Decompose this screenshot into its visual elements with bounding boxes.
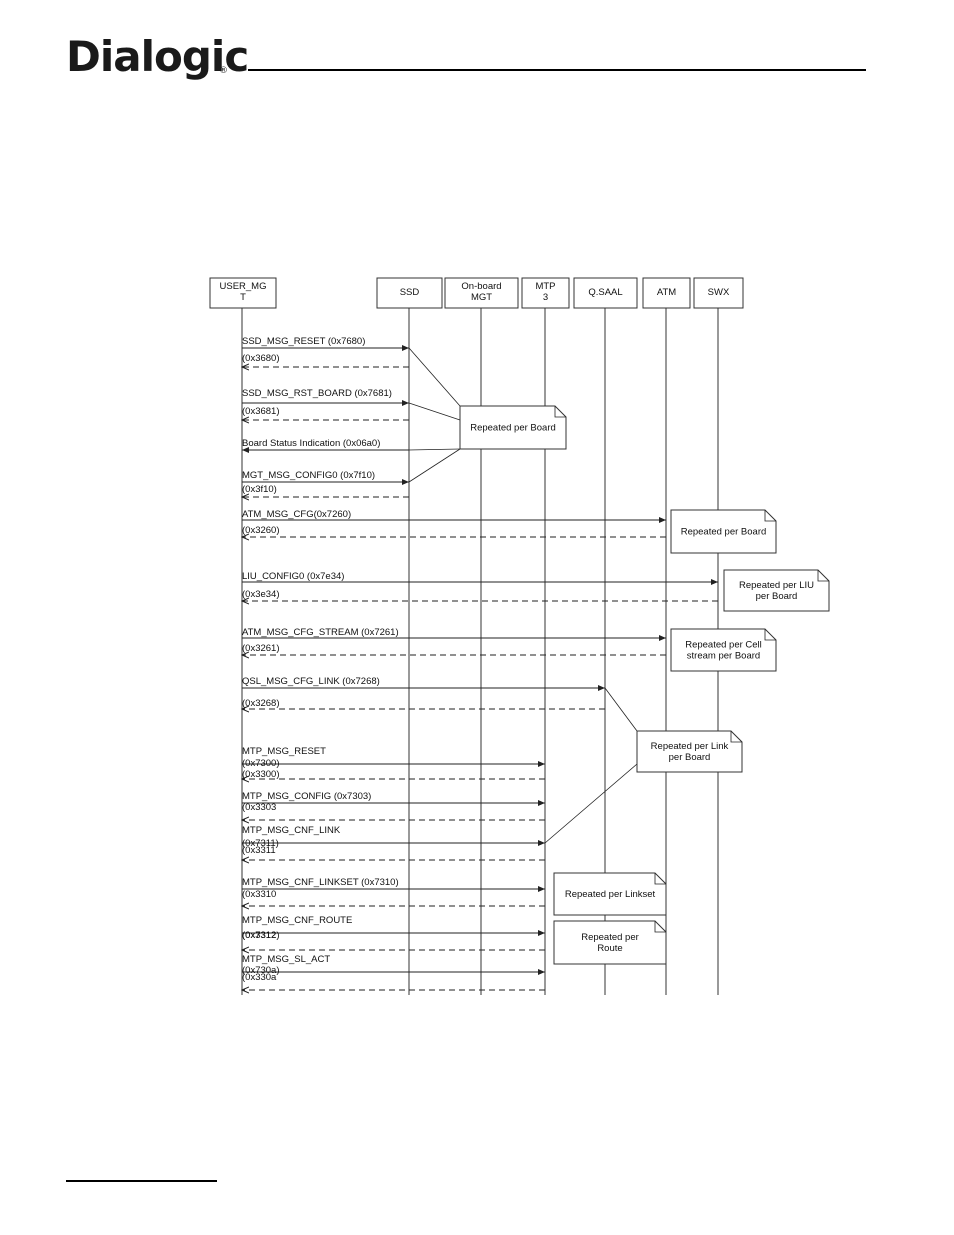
message-label: ATM_MSG_CFG_STREAM (0x7261) (242, 627, 399, 638)
note-text: Repeated per (581, 932, 639, 943)
participant-label-user: USER_MG (220, 281, 267, 292)
participant-label-qsaal: Q.SAAL (588, 287, 622, 298)
message-label: (0x7300) (242, 758, 280, 769)
dialogic-logo: Dialogic (66, 32, 249, 81)
message-label: SSD_MSG_RST_BOARD (0x7681) (242, 388, 392, 399)
participant-box-mgt (444, 277, 519, 309)
note-text: Route (597, 943, 622, 954)
note-connector (604, 687, 638, 732)
participant-label-mgt: MGT (471, 292, 492, 303)
footer-rule (66, 1180, 217, 1182)
note-connector (544, 763, 638, 844)
note-fold (654, 921, 666, 933)
note-box (553, 920, 667, 965)
note-text: per Board (669, 752, 711, 763)
note-box (553, 872, 667, 916)
message-label: MTP_MSG_CNF_LINKSET (0x7310) (242, 877, 399, 888)
note-text: Repeated per Board (681, 527, 767, 538)
message-label: (0x3312 (242, 930, 276, 941)
participant-label-ssd: SSD (400, 287, 420, 298)
message-label: (0x3681) (242, 406, 280, 417)
note-fold (764, 510, 776, 522)
message-label: (0x730a) (242, 965, 280, 976)
message-label: Board Status Indication (0x06a0) (242, 438, 380, 449)
message-label: (0x3310 (242, 889, 276, 900)
message-label: MTP_MSG_CNF_LINK (242, 825, 341, 836)
participant-label-mtp: 3 (543, 292, 548, 303)
message-label: (0x3260) (242, 525, 280, 536)
message-label: (0x3261) (242, 643, 280, 654)
message-label: (0x330a (242, 972, 277, 983)
header-rule (248, 69, 866, 71)
note-connector (408, 402, 461, 421)
message-label: (0x3311 (242, 845, 276, 856)
note-text: Repeated per Cell (685, 640, 762, 651)
message-label: MTP_MSG_RESET (242, 746, 326, 757)
message-label: (0x3268) (242, 698, 280, 709)
note-connector (408, 448, 461, 451)
note-text: Repeated per Linkset (565, 889, 656, 900)
participant-box-swx (693, 277, 744, 309)
message-label: MTP_MSG_SL_ACT (242, 954, 330, 965)
participant-box-user (209, 277, 277, 309)
note-fold (654, 873, 666, 885)
message-label: ATM_MSG_CFG(0x7260) (242, 509, 351, 520)
note-box (636, 730, 743, 773)
participant-label-swx: SWX (708, 287, 730, 298)
note-box (670, 628, 777, 672)
note-box (459, 405, 567, 450)
message-label: MTP_MSG_CONFIG (0x7303) (242, 791, 371, 802)
note-text: Repeated per Board (470, 423, 556, 434)
participant-label-mgt: On-board (461, 281, 501, 292)
message-label: (0x7312) (242, 930, 280, 941)
note-fold (764, 629, 776, 641)
participant-label-mtp: MTP (535, 281, 555, 292)
message-label: (0x3f10) (242, 484, 277, 495)
note-connector (408, 448, 461, 483)
note-box (723, 569, 830, 612)
message-label: SSD_MSG_RESET (0x7680) (242, 336, 365, 347)
registered-mark: ® (219, 66, 228, 76)
note-box (670, 509, 777, 554)
message-label: (0x3e34) (242, 589, 280, 600)
participant-label-atm: ATM (657, 287, 676, 298)
note-text: Repeated per LIU (739, 580, 814, 591)
participant-box-ssd (376, 277, 443, 309)
message-label: (0x7311) (242, 838, 279, 849)
note-text: Repeated per Link (651, 741, 729, 752)
message-label: MTP_MSG_CNF_ROUTE (242, 915, 352, 926)
note-text: stream per Board (687, 651, 760, 662)
message-label: MGT_MSG_CONFIG0 (0x7f10) (242, 470, 375, 481)
participant-box-atm (642, 277, 691, 309)
message-label: QSL_MSG_CFG_LINK (0x7268) (242, 676, 380, 687)
message-label: (0x3300) (242, 769, 280, 780)
note-fold (730, 731, 742, 743)
message-label: LIU_CONFIG0 (0x7e34) (242, 571, 344, 582)
message-label: (0x3303 (242, 802, 276, 813)
note-connector (408, 347, 461, 407)
note-text: per Board (756, 591, 798, 602)
note-fold (554, 406, 566, 418)
message-label: (0x3680) (242, 353, 280, 364)
participant-box-qsaal (573, 277, 638, 309)
participant-label-user: T (240, 292, 246, 303)
participant-box-mtp (521, 277, 570, 309)
note-fold (817, 570, 829, 582)
